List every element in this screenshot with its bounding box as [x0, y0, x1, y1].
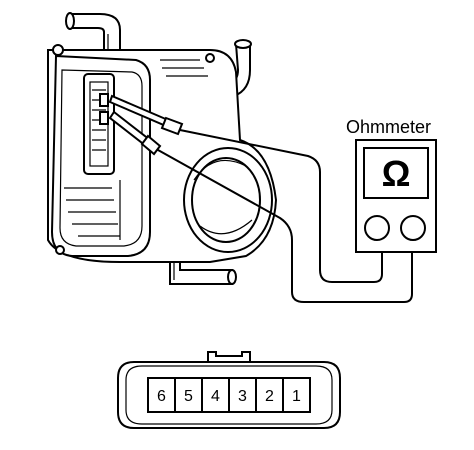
- cover-ribs: [64, 180, 121, 240]
- pin-label-5: 5: [184, 388, 193, 405]
- omega-icon: Ω: [382, 153, 411, 194]
- ohmmeter-jack-right: [400, 215, 426, 241]
- pin-cell-4: [201, 377, 230, 413]
- pin-cell-5: [174, 377, 203, 413]
- pin-cell-3: [228, 377, 257, 413]
- ohmmeter-display: [363, 147, 429, 199]
- probe-lower-grip: [140, 134, 162, 156]
- probe-upper-grip: [160, 116, 184, 136]
- pin-label-6: 6: [157, 388, 166, 405]
- ohmmeter-jack-left: [364, 215, 390, 241]
- pin-label-3: 3: [238, 388, 247, 405]
- probe-leads: [108, 94, 413, 303]
- pin-label-1: 1: [292, 388, 301, 405]
- ohmmeter-label: Ohmmeter: [346, 117, 431, 137]
- pin-cell-1: [282, 377, 311, 413]
- ohmmeter: Ω Ohmmeter: [346, 117, 437, 253]
- throttle-bore: [183, 147, 273, 253]
- pin-cell-6: [147, 377, 176, 413]
- pin-label-2: 2: [265, 388, 274, 405]
- connector-lock-tab: [207, 351, 251, 362]
- wire-upper: [179, 129, 383, 283]
- pin-label-4: 4: [211, 388, 220, 405]
- pin-connector: 6 5 4 3 2 1: [117, 351, 341, 429]
- sensor-connector: [83, 73, 115, 175]
- housing-detail: [52, 44, 215, 255]
- throttle-body-drawing: [47, 12, 278, 285]
- wire-lower: [157, 149, 413, 303]
- pin-cell-2: [255, 377, 284, 413]
